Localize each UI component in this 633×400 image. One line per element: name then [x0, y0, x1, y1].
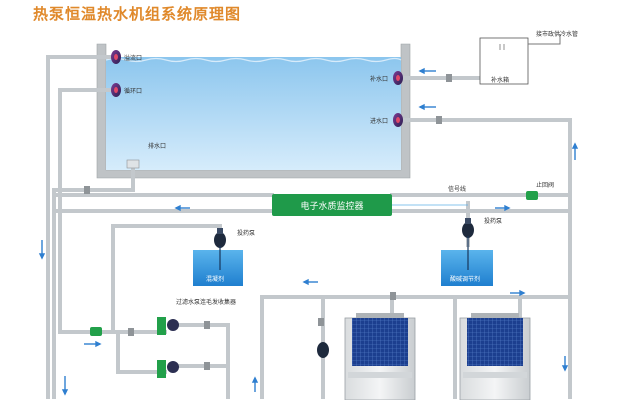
label-inlet-port: 进水口 [370, 118, 389, 125]
ph-tank [441, 250, 493, 286]
heat-pump-unit-b [459, 313, 531, 400]
chemical-tanks [193, 236, 493, 286]
diagram-title: 热泵恒温热水机组系统原理图 [33, 5, 242, 23]
coagulant-tank [193, 250, 243, 286]
label-filter-pump-collector: 过滤水泵连毛发收集器 [176, 299, 237, 306]
label-drain-port: 排水口 [148, 143, 167, 150]
check-valves [90, 191, 538, 336]
pool-port-fittings [111, 50, 403, 169]
filter-feed-pipe [98, 330, 167, 374]
valves [84, 74, 452, 370]
label-dosing-pump-right: 投药泵 [484, 218, 503, 225]
makeup-tank [479, 34, 561, 85]
label-ph-regulator: 酸碱调节剂 [450, 276, 481, 283]
inlet-port-fitting [393, 113, 403, 127]
label-municipal-cold-water: 接市政供冷水管 [536, 31, 579, 38]
label-coagulant: 混凝剂 [206, 276, 225, 283]
filter-pumps [157, 317, 179, 378]
label-circulation-port: 循环口 [124, 88, 143, 95]
drain-port-fitting [126, 159, 140, 169]
flow-arrows [38, 67, 579, 396]
inlet-pipe [399, 118, 572, 399]
label-signal-line: 信号线 [448, 186, 467, 193]
dosing-left-pipe [111, 224, 222, 247]
overflow-pipe [46, 55, 114, 399]
pool [96, 43, 411, 179]
filter-output-a [178, 323, 230, 399]
label-makeup-port: 补水口 [370, 76, 389, 83]
makeup-port-fitting [393, 71, 403, 85]
label-dosing-pump-left: 投药泵 [237, 230, 256, 237]
label-check-valve: 止回阀 [536, 182, 555, 189]
dosing-pumps [214, 218, 474, 358]
overflow-port-fitting [111, 50, 121, 64]
label-makeup-tank: 补水箱 [491, 77, 510, 84]
water-quality-controller: 电子水质监控器 [272, 194, 392, 216]
pool-water [106, 57, 401, 170]
heat-pump-unit-a [344, 313, 416, 400]
label-overflow-port: 溢流口 [124, 55, 143, 62]
circulation-port-fitting [111, 83, 121, 97]
drain-pipe [52, 165, 135, 192]
